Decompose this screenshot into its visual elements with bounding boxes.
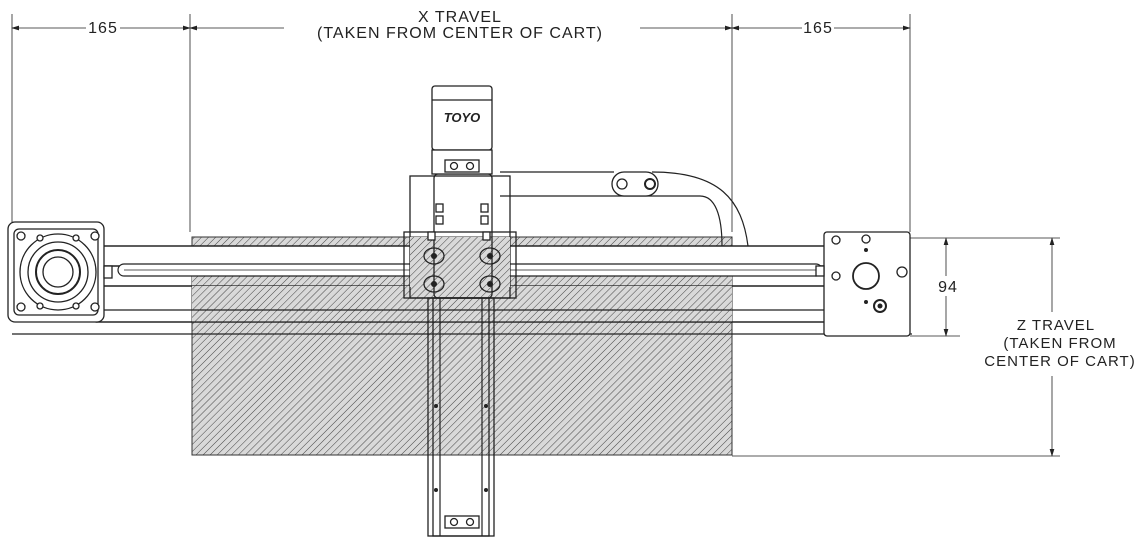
x-travel-note: (TAKEN FROM CENTER OF CART) (317, 25, 603, 42)
end-block (815, 231, 911, 337)
z-travel-line-2: (TAKEN FROM (1003, 335, 1116, 352)
dimension-height: 94 (934, 237, 964, 337)
right-margin-label: 165 (803, 20, 833, 37)
z-travel-line-1: Z TRAVEL (1017, 317, 1095, 334)
carriage (403, 173, 517, 299)
left-margin-label: 165 (88, 20, 118, 37)
cable-clamp (611, 171, 659, 197)
z-travel-line-3: CENTER OF CART) (984, 353, 1135, 370)
dimension-left-margin: 165 (11, 20, 191, 37)
dimension-x-travel: X TRAVEL (TAKEN FROM CENTER OF CART) (189, 9, 733, 42)
brand-logo: TOYO (444, 110, 481, 125)
z-motor: TOYO (431, 85, 493, 175)
height-label: 94 (938, 279, 958, 296)
dimension-z-travel: Z TRAVEL (TAKEN FROM CENTER OF CART) (984, 237, 1135, 457)
motor-housing (7, 221, 113, 323)
z-axis-column (427, 297, 495, 537)
extension-lines (11, 14, 1060, 457)
dimension-right-margin: 165 (731, 20, 911, 37)
x-travel-title: X TRAVEL (418, 9, 502, 26)
